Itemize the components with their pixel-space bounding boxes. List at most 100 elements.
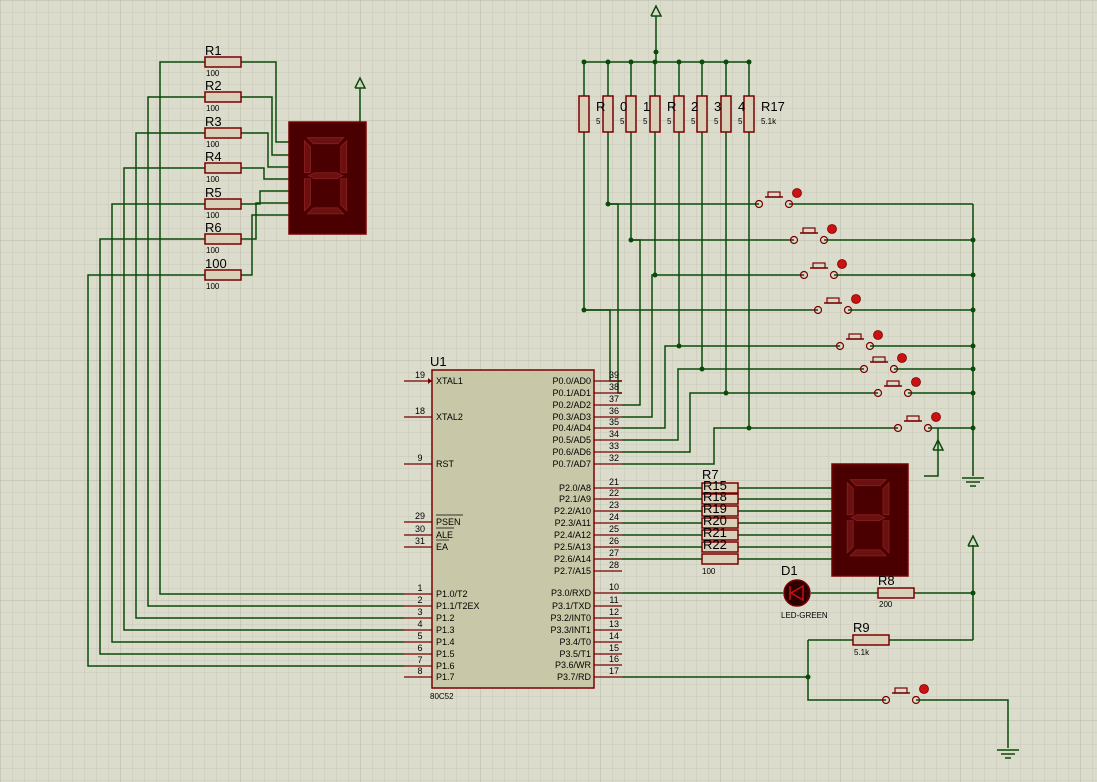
pullup-value: 5 bbox=[667, 117, 672, 126]
segment-f bbox=[303, 139, 311, 174]
left-resistor-ref: R2 bbox=[205, 78, 222, 93]
mcu-pin-number: 24 bbox=[609, 512, 619, 522]
mcu-pin-name: P2.4/A12 bbox=[554, 530, 591, 540]
pullup-ref: R bbox=[596, 99, 605, 114]
mcu-pin-name: P1.3 bbox=[436, 625, 455, 635]
right-resistor-ref: R7 bbox=[702, 467, 719, 482]
left-resistor bbox=[204, 56, 242, 68]
mcu-pin-number: 32 bbox=[609, 453, 619, 463]
reset-push-button-cap bbox=[894, 687, 908, 694]
mcu-pin-name: P0.1/AD1 bbox=[552, 388, 591, 398]
push-button-state-indicator bbox=[792, 188, 802, 198]
mcu-body bbox=[431, 369, 595, 689]
mcu-pin-number: 1 bbox=[417, 583, 422, 593]
left-resistor bbox=[204, 233, 242, 245]
mcu-pin-number: 39 bbox=[609, 370, 619, 380]
mcu-pin-name: P1.4 bbox=[436, 637, 455, 647]
right-resistor bbox=[701, 505, 739, 517]
pullup-ref: R17 bbox=[761, 99, 785, 114]
mcu-pin-number: 19 bbox=[415, 370, 425, 380]
mcu-pin-name: P3.3/INT1 bbox=[550, 625, 591, 635]
segment-wire bbox=[241, 167, 289, 180]
push-button-cap bbox=[802, 227, 816, 234]
segment-c bbox=[340, 178, 348, 212]
power-arrow-icon bbox=[650, 4, 663, 17]
r9-value: 5.1k bbox=[854, 648, 870, 657]
mcu-pin-name: P2.2/A10 bbox=[554, 506, 591, 516]
mcu-pin-name: PSEN bbox=[436, 517, 461, 527]
mcu-pin-name: P1.5 bbox=[436, 649, 455, 659]
segment-d bbox=[849, 549, 887, 557]
left-resistor bbox=[204, 269, 242, 281]
mcu-pin-number: 37 bbox=[609, 394, 619, 404]
port1-wire bbox=[135, 132, 404, 619]
pullup-resistor bbox=[720, 95, 732, 133]
port1-wire bbox=[147, 96, 404, 607]
junction-dot bbox=[605, 201, 611, 207]
junction-dot bbox=[723, 59, 729, 65]
mcu-pin-name: P0.7/AD7 bbox=[552, 459, 591, 469]
button8-aux-wire bbox=[924, 428, 939, 477]
mcu-pin-name: P1.6 bbox=[436, 661, 455, 671]
junction-dot bbox=[970, 366, 976, 372]
segment-e bbox=[303, 178, 311, 212]
left-resistor-value: 100 bbox=[206, 211, 220, 220]
mcu-pin-number: 6 bbox=[417, 643, 422, 653]
r8-value: 200 bbox=[879, 600, 893, 609]
right-resistor-ref: R22 bbox=[703, 537, 727, 552]
port0-wire bbox=[622, 392, 726, 453]
mcu-pin-name: P3.5/T1 bbox=[559, 649, 591, 659]
mcu-pin-number: 29 bbox=[415, 511, 425, 521]
left-resistor-value: 100 bbox=[206, 246, 220, 255]
left-resistor-ref: R3 bbox=[205, 114, 222, 129]
mcu-pin-name: P0.4/AD4 bbox=[552, 423, 591, 433]
mcu-pin-name: P3.6/WR bbox=[555, 660, 592, 670]
mcu-pin-name: P3.7/RD bbox=[557, 672, 592, 682]
reset-push-button-contact bbox=[881, 695, 891, 705]
mcu-pin-number: 17 bbox=[609, 666, 619, 676]
components bbox=[204, 4, 1019, 759]
port1-wire bbox=[159, 61, 404, 595]
segment-b bbox=[340, 139, 348, 174]
mcu-pin-name: P3.4/T0 bbox=[559, 637, 591, 647]
left-resistor bbox=[204, 91, 242, 103]
port0-wire bbox=[622, 427, 749, 465]
segment-d bbox=[306, 207, 345, 215]
mcu-pin-number: 26 bbox=[609, 536, 619, 546]
junction-dot bbox=[970, 272, 976, 278]
junction-dot bbox=[970, 390, 976, 396]
junction-dot bbox=[970, 343, 976, 349]
left-resistor-value: 100 bbox=[206, 69, 220, 78]
push-button-contact bbox=[784, 199, 794, 209]
mcu-pin-number: 5 bbox=[417, 631, 422, 641]
right-resistor bbox=[701, 553, 739, 565]
push-button-contact bbox=[889, 364, 899, 374]
mcu-pin-number: 22 bbox=[609, 488, 619, 498]
left-resistor-ref: R5 bbox=[205, 185, 222, 200]
pullup-value: 5 bbox=[643, 117, 648, 126]
power-arrow-icon bbox=[932, 438, 945, 451]
push-button-cap bbox=[767, 191, 781, 198]
pullup-resistor bbox=[578, 95, 590, 133]
push-button-contact bbox=[859, 364, 869, 374]
junction-dot bbox=[746, 59, 752, 65]
junction-dot bbox=[805, 674, 811, 680]
push-button-state-indicator bbox=[911, 377, 921, 387]
right-resistor-ref: R15 bbox=[703, 478, 727, 493]
mcu-pin-name: P0.3/AD3 bbox=[552, 412, 591, 422]
pullup-resistor bbox=[673, 95, 685, 133]
led-icon bbox=[789, 584, 804, 602]
mcu-pin-number: 12 bbox=[609, 607, 619, 617]
mcu-pin-number: 18 bbox=[415, 406, 425, 416]
pullup-value: 5 bbox=[691, 117, 696, 126]
right-resistor bbox=[701, 493, 739, 505]
pullup-ref: 1 bbox=[643, 99, 650, 114]
r8-resistor bbox=[877, 587, 915, 599]
push-button-contact bbox=[903, 388, 913, 398]
mcu-pin-name: P2.5/A13 bbox=[554, 542, 591, 552]
mcu-pin-name: P3.1/TXD bbox=[552, 601, 592, 611]
pullup-ref: 2 bbox=[691, 99, 698, 114]
left-resistor-ref: R1 bbox=[205, 43, 222, 58]
push-button-state-indicator bbox=[851, 294, 861, 304]
mcu-pin-number: 16 bbox=[609, 654, 619, 664]
